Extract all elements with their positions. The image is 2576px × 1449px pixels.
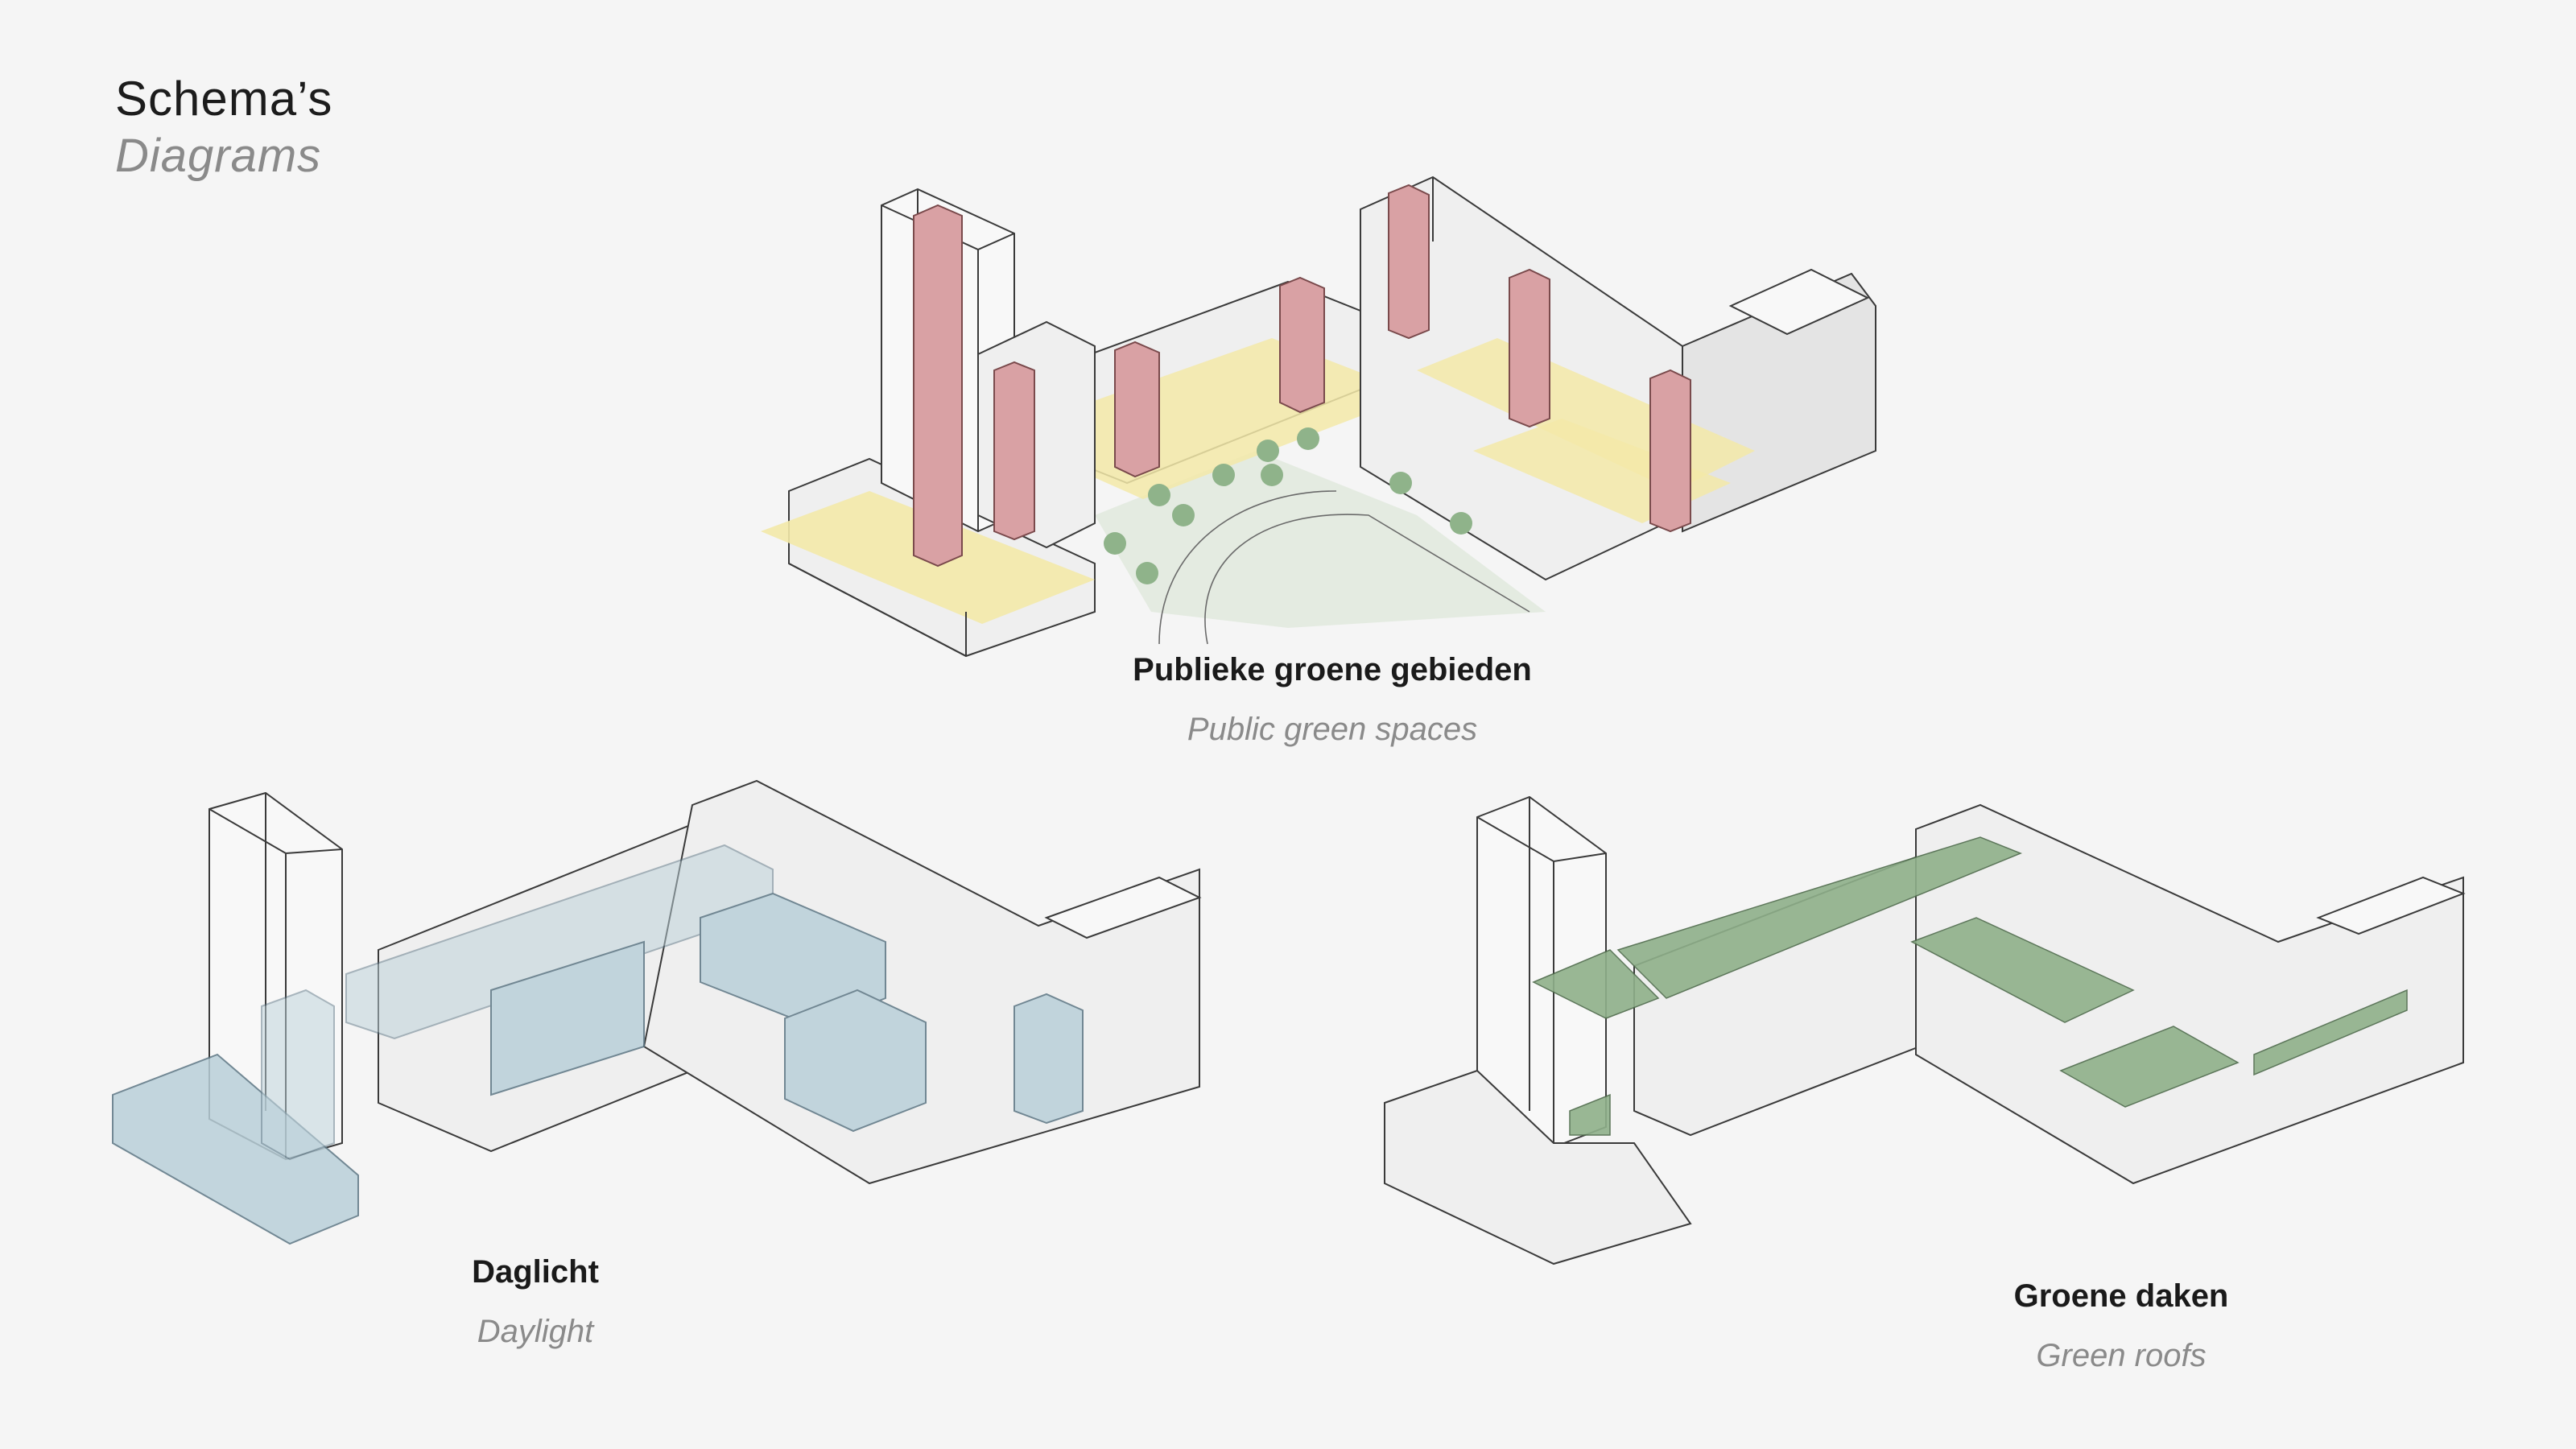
pink-towers (913, 184, 1691, 568)
pink-tower-6 (1509, 268, 1550, 428)
roofs-right-roof (2316, 876, 2466, 935)
green-roof-lower (1569, 1093, 1611, 1136)
page-subtitle: Diagrams (115, 130, 322, 182)
daylight-volume-facade (490, 940, 645, 1096)
green-roof-block-3 (2253, 989, 2408, 1076)
caption-public-green-en: Public green spaces (1187, 712, 1478, 747)
tree (1136, 562, 1158, 584)
caption-green-roofs-en: Green roofs (2036, 1338, 2207, 1373)
caption-daylight-nl: Daglicht (472, 1254, 599, 1290)
pink-tower-3 (1114, 341, 1160, 478)
caption-daylight-en: Daylight (477, 1314, 594, 1349)
trees (1104, 427, 1472, 584)
left-wing-edge (788, 563, 967, 657)
right-block-edges (1360, 177, 1434, 467)
daylight-volumes (112, 844, 1084, 1245)
pink-tower-1 (913, 204, 963, 568)
plaza-path (1204, 514, 1530, 645)
tree (1450, 512, 1472, 535)
green-roof-block-1 (1910, 917, 2135, 1023)
page-title: Schema’s (115, 72, 333, 126)
tree (1389, 472, 1412, 494)
roofs-right-block (1915, 803, 2464, 1185)
pink-tower-7 (1649, 369, 1691, 533)
daylight-volume-tower (261, 989, 335, 1161)
green-roof-surfaces (1532, 836, 2408, 1136)
tree (1257, 440, 1279, 462)
tree (1104, 532, 1126, 555)
tree (1172, 504, 1195, 526)
green-plaza-area (1095, 451, 1546, 628)
tree (1261, 464, 1283, 486)
public-green-diagram (761, 175, 1876, 658)
daylight-volume-base (112, 1053, 359, 1245)
green-roof-tower (1532, 949, 1660, 1019)
tree (1212, 464, 1235, 486)
caption-public-green-nl: Publieke groene gebieden (1133, 652, 1532, 687)
pink-tower-4 (1279, 276, 1325, 414)
roofs-base (1384, 1069, 1692, 1265)
right-annex-roof (1728, 268, 1870, 336)
plaza-path-2 (1158, 490, 1337, 645)
green-roofs-diagram (1384, 795, 2466, 1265)
green-roof-long-wing (1616, 836, 2022, 999)
daylight-volume-box-1 (700, 892, 886, 1028)
caption-green-roofs-nl: Groene daken (2013, 1278, 2229, 1314)
tree (1297, 427, 1319, 450)
daylight-volume-box-3 (1013, 993, 1084, 1125)
daylight-diagram (112, 779, 1202, 1245)
tree (1148, 484, 1170, 506)
daylight-right-roof (1044, 876, 1202, 939)
pink-tower-5 (1388, 184, 1430, 340)
daylight-volume-box-2 (784, 989, 927, 1133)
roofs-tower-edges (1476, 797, 1607, 1147)
green-roof-block-2 (2059, 1026, 2240, 1108)
pink-tower-2 (993, 361, 1035, 541)
